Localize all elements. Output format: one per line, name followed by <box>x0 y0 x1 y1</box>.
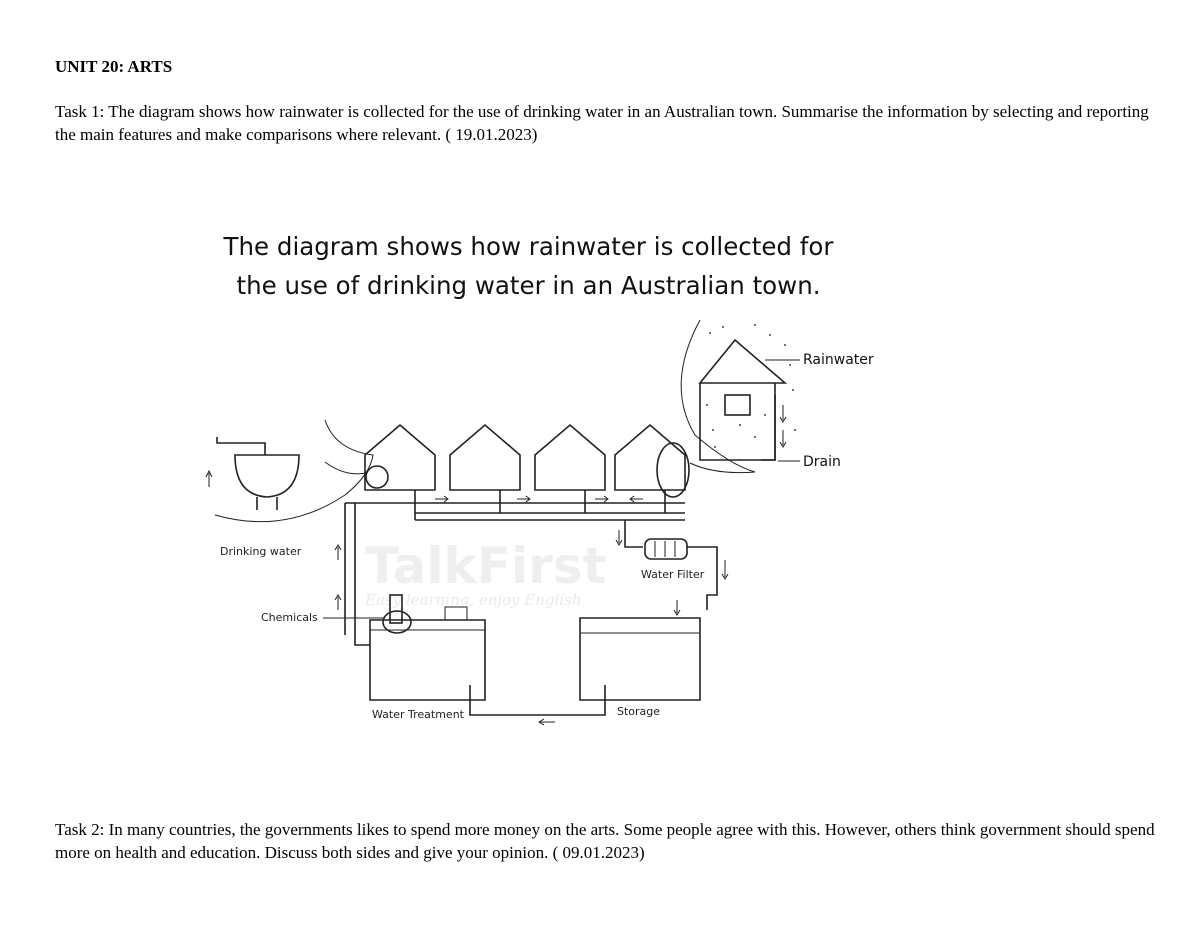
chemicals-highlight <box>382 610 412 634</box>
basin-icon <box>234 454 300 498</box>
unit-heading: UNIT 20: ARTS <box>55 57 173 76</box>
down-arrow-icon <box>615 530 623 546</box>
watermark-text: TalkFirst <box>365 537 606 595</box>
task-2-prompt: Task 2: In many countries, the governmen… <box>55 820 1155 862</box>
label-water-filter: Water Filter <box>641 568 705 581</box>
rainwater-house-bubble <box>680 319 800 474</box>
drinking-tap-bubble <box>205 419 374 523</box>
water-filter <box>644 538 729 616</box>
right-arrow-icon <box>435 495 449 503</box>
collection-pipe <box>345 490 685 521</box>
bubble-outline-right <box>680 319 756 474</box>
filter-mesh <box>654 541 676 557</box>
down-arrow-icon <box>673 600 681 616</box>
basin-stand <box>256 497 278 510</box>
house-1-highlight <box>365 465 389 489</box>
house-3 <box>534 423 606 491</box>
diagram-title-line-1: The diagram shows how rainwater is colle… <box>223 232 834 261</box>
house-4-highlight <box>656 442 690 498</box>
house-4 <box>614 423 686 491</box>
tap-icon <box>216 437 266 455</box>
up-arrow-icon <box>334 544 342 560</box>
label-chemicals: Chemicals <box>261 611 318 624</box>
up-arrow-icon <box>334 594 342 610</box>
diagram-title: The diagram shows how rainwater is colle… <box>195 227 862 305</box>
right-arrow-icon <box>595 495 609 503</box>
roof-icon <box>698 338 788 384</box>
pointer-to-house-1 <box>324 461 367 475</box>
up-arrow-icon <box>205 469 213 487</box>
pipe-to-storage <box>687 546 718 610</box>
task-1-prompt: Task 1: The diagram shows how rainwater … <box>55 102 1149 144</box>
storage-tank <box>579 617 701 701</box>
treatment-device <box>444 606 468 621</box>
diagram-drawing: TalkFirst Easy learning, enjoy English <box>205 319 874 726</box>
house-2 <box>449 423 521 491</box>
label-water-treatment: Water Treatment <box>372 708 465 721</box>
house-1 <box>364 423 436 491</box>
label-drain: Drain <box>803 454 841 470</box>
down-arrow-icon <box>779 405 787 423</box>
rain-dots <box>706 324 796 448</box>
water-treatment-tank <box>369 619 486 701</box>
filter-body <box>644 538 688 560</box>
watermark-tagline: Easy learning, enjoy English <box>364 591 582 609</box>
right-arrow-icon <box>517 495 531 503</box>
diagram-title-line-2: the use of drinking water in an Australi… <box>236 271 821 300</box>
rainwater-diagram: The diagram shows how rainwater is colle… <box>195 215 895 735</box>
down-arrow-icon <box>721 560 729 580</box>
chemical-bottle <box>389 594 403 624</box>
houses-row <box>324 423 690 498</box>
window-icon <box>724 394 751 416</box>
pipe-to-houses <box>344 503 370 646</box>
bubble-outline <box>214 419 374 523</box>
label-rainwater: Rainwater <box>803 352 874 368</box>
chemicals-dispenser <box>323 594 412 634</box>
house-downpipes <box>414 490 666 520</box>
left-arrow-icon <box>629 495 643 503</box>
left-arrow-icon <box>538 718 555 726</box>
downpipe <box>761 395 776 461</box>
pipe-to-filter <box>624 520 643 548</box>
label-storage: Storage <box>617 705 660 718</box>
down-arrow-icon <box>779 430 787 448</box>
label-drinking-water: Drinking water <box>220 545 302 558</box>
